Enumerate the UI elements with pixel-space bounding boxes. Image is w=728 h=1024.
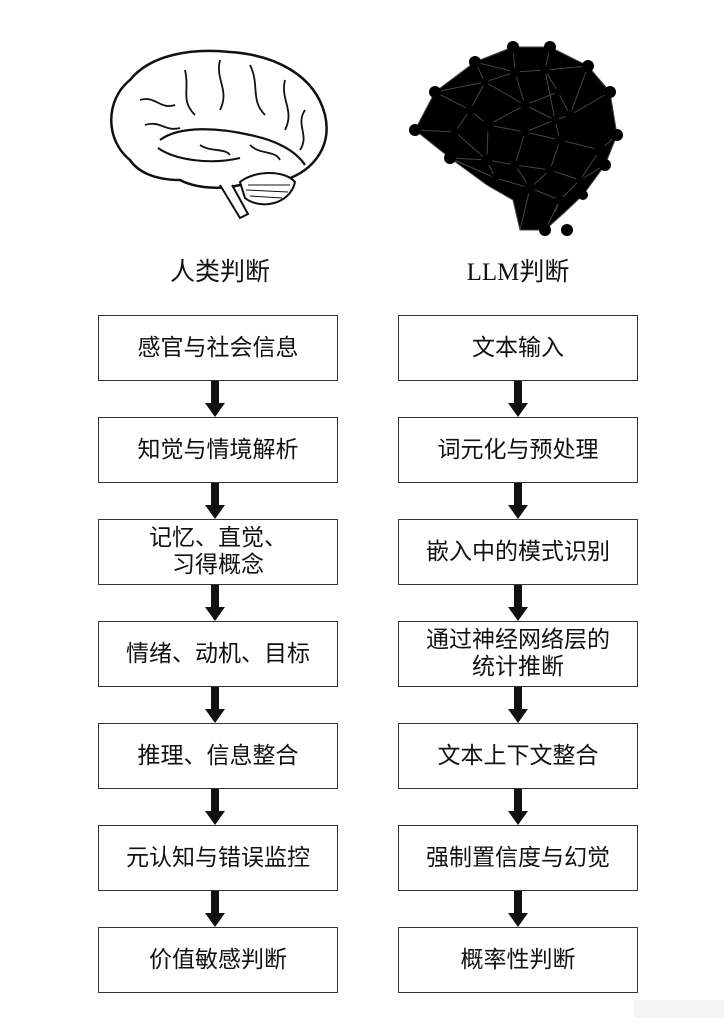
down-arrow-icon <box>508 381 528 417</box>
down-arrow-icon <box>205 891 225 927</box>
llm-step-6: 强制置信度与幻觉 <box>398 825 638 891</box>
llm-step-4: 通过神经网络层的 统计推断 <box>398 621 638 687</box>
down-arrow-icon <box>508 891 528 927</box>
human-step-5: 推理、信息整合 <box>98 723 338 789</box>
human-step-6: 元认知与错误监控 <box>98 825 338 891</box>
down-arrow-icon <box>508 483 528 519</box>
down-arrow-icon <box>205 585 225 621</box>
down-arrow-icon <box>205 483 225 519</box>
human-step-1: 感官与社会信息 <box>98 315 338 381</box>
neural-network-brain-icon <box>405 40 635 240</box>
llm-step-1: 文本输入 <box>398 315 638 381</box>
watermark <box>634 1000 724 1018</box>
human-judgment-title: 人类判断 <box>169 257 270 286</box>
human-step-4: 情绪、动机、目标 <box>98 621 338 687</box>
llm-step-5: 文本上下文整合 <box>398 723 638 789</box>
llm-judgment-title: LLM判断 <box>466 259 570 286</box>
llm-step-3: 嵌入中的模式识别 <box>398 519 638 585</box>
down-arrow-icon <box>508 585 528 621</box>
down-arrow-icon <box>205 789 225 825</box>
human-step-3: 记忆、直觉、 习得概念 <box>98 519 338 585</box>
down-arrow-icon <box>508 687 528 723</box>
down-arrow-icon <box>508 789 528 825</box>
down-arrow-icon <box>205 381 225 417</box>
down-arrow-icon <box>205 687 225 723</box>
human-step-2: 知觉与情境解析 <box>98 417 338 483</box>
llm-step-7: 概率性判断 <box>398 927 638 993</box>
llm-step-2: 词元化与预处理 <box>398 417 638 483</box>
human-brain-icon <box>100 40 340 230</box>
human-step-7: 价值敏感判断 <box>98 927 338 993</box>
